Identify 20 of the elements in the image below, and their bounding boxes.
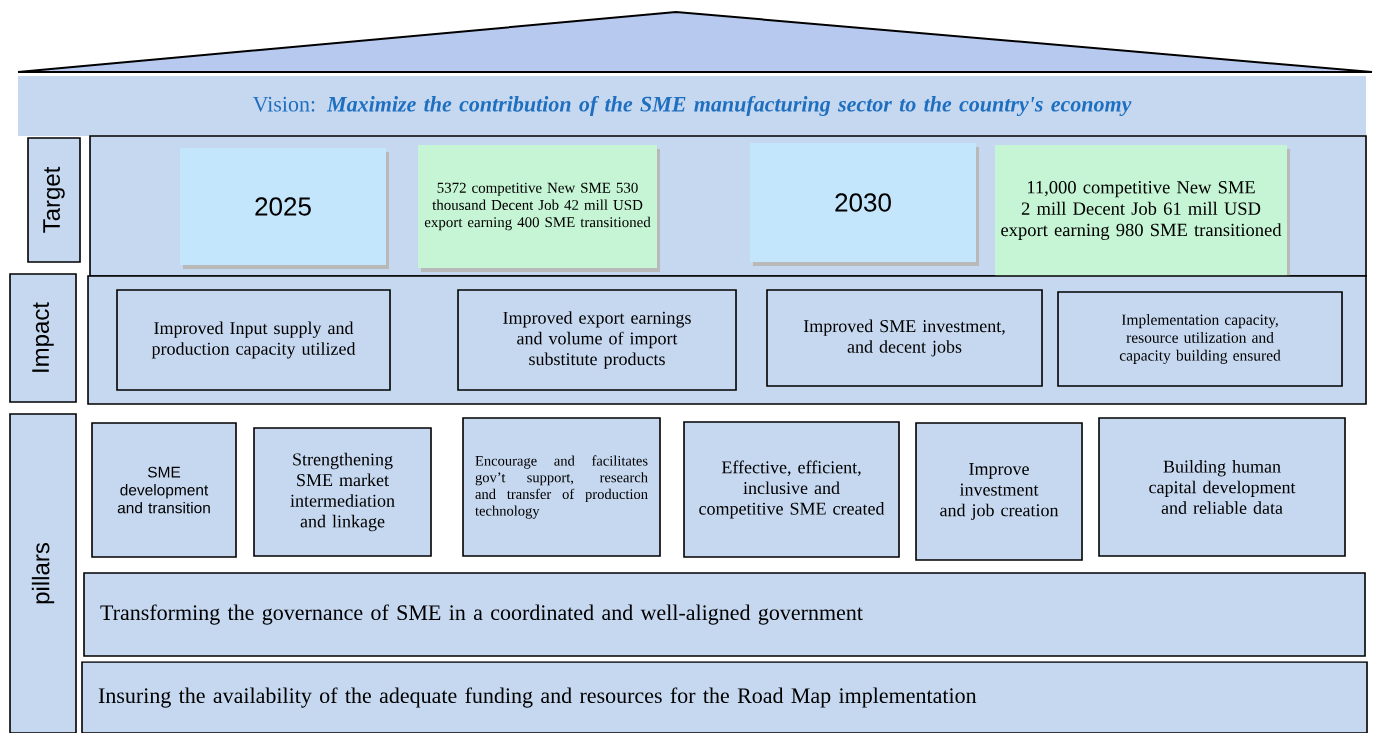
year-box: 2030	[750, 143, 979, 266]
impact-box: Implementation capacity, resource utilization and capacity building ensured	[1057, 291, 1343, 387]
row-label: pillars	[9, 413, 77, 733]
pillar-box: Strengthening SME market intermediation and linkage	[253, 427, 432, 557]
node-label: Vision: Maximize the contribution of the SME manufacturing sector to the country's economy	[252, 95, 1132, 117]
impact-box: Improved export earnings and volume of import substitute products	[457, 289, 737, 391]
pillar-band: Insuring the availability of the adequate funding and resources for the Road Map implementation	[81, 661, 1368, 733]
impact-box: Improved Input supply and production capacity utilized	[116, 289, 391, 391]
pillar-box: Effective, efficient, inclusive and competitive SME created	[683, 421, 900, 558]
target-box: 11,000 competitive New SME 2 mill Decent Job 61 mill USD export earning 980 SME transitioned	[995, 145, 1290, 280]
row-label: Impact	[9, 273, 77, 403]
year-box: 2025	[180, 148, 389, 269]
impact-box: Improved SME investment, and decent jobs	[766, 289, 1043, 387]
pillar-box: SME development and transition	[91, 422, 237, 558]
pillar-band: Transforming the governance of SME in a coordinated and well-aligned government	[83, 572, 1366, 657]
row-label: Target	[27, 137, 81, 263]
pillar-box: Improve investment and job creation	[915, 422, 1083, 561]
target-box: 5372 competitive New SME 530 thousand Decent Job 42 mill USD export earning 400 SME transitioned	[418, 145, 660, 272]
pillar-box: Encourage and facilitates gov’t support, research and transfer of production technology	[462, 417, 661, 557]
pillar-box: Building human capital development and reliable data	[1098, 417, 1346, 557]
